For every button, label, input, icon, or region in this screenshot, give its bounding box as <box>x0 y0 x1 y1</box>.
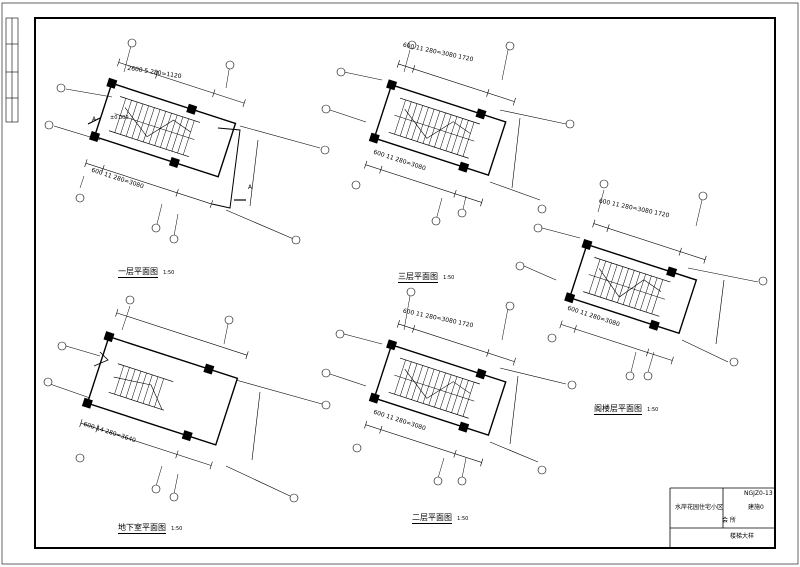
binding-strip <box>5 17 19 123</box>
section-mark-a: A <box>92 116 97 123</box>
plan-3-title-group: 阁楼层平面图 1:50 <box>594 398 659 415</box>
plan-4-title-group: 地下室平面图 1:50 <box>118 517 183 534</box>
drawing-number: NGJZ0-13 <box>744 490 773 497</box>
plan-5-title: 二层平面图 <box>412 513 452 524</box>
drawing-frame <box>34 17 776 549</box>
stair-plan-4 <box>49 305 323 497</box>
axis-bubbles-plan-1 <box>44 38 330 245</box>
stair-plan-3 <box>523 189 759 377</box>
axis-bubbles-plan-3 <box>515 179 768 381</box>
level-mark-plan1: ±0.000 <box>110 115 129 121</box>
title-block <box>669 487 775 548</box>
axis-bubbles-plan-5 <box>321 287 577 486</box>
plan-5-scale: 1:50 <box>457 516 469 522</box>
plan-2-scale: 1:50 <box>443 275 455 281</box>
unit-name: 会 所 <box>722 517 736 524</box>
section-mark-a-2: A <box>248 184 253 191</box>
plan-3-title: 阁楼层平面图 <box>594 404 642 415</box>
plan-3-scale: 1:50 <box>647 407 659 413</box>
stair-plan-2 <box>329 49 567 221</box>
stair-plan-1 <box>53 41 321 241</box>
axis-bubbles-plan-2 <box>321 40 575 226</box>
plan-4-scale: 1:50 <box>171 526 183 532</box>
plan-2-title-group: 三层平面图 1:50 <box>398 266 455 283</box>
plan-1-title-group: 一层平面图 1:50 <box>118 261 175 278</box>
plan-4-title: 地下室平面图 <box>118 523 166 534</box>
axis-bubbles-plan-4 <box>43 295 331 503</box>
building-code: 建施0 <box>748 504 764 511</box>
plan-2-title: 三层平面图 <box>398 272 438 283</box>
stair-plan-5 <box>329 295 567 479</box>
project-name: 水岸花园住宅小区 <box>675 504 724 511</box>
plan-1-title: 一层平面图 <box>118 267 158 278</box>
drawing-name: 楼梯大样 <box>730 533 755 540</box>
plan-5-title-group: 二层平面图 1:50 <box>412 507 469 524</box>
plan-1-scale: 1:50 <box>163 270 175 276</box>
